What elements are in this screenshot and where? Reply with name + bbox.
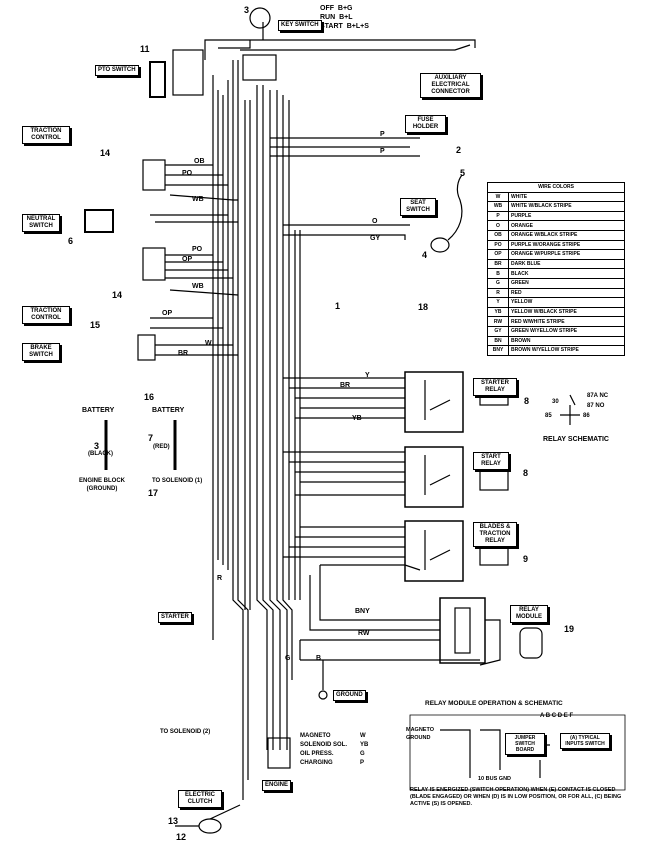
jumper-switch-box: JUMPER SWITCH BOARD [505,733,545,755]
traction-control-2-label: TRACTION CONTROL [22,306,70,324]
relay-module-label: RELAY MODULE [510,605,548,623]
engine-block-label: ENGINE BLOCK (GROUND) [78,478,125,492]
aux-connector-label: AUXILIARY ELECTRICAL CONNECTOR [420,73,481,98]
wire-y: Y [365,372,370,379]
ground-label: GROUND [333,690,366,701]
pin-87a: 87A NC [587,393,609,399]
callout-8: 8 [524,396,530,406]
wire-op2: OP [162,310,173,317]
pin-86: 86 [583,413,590,419]
neutral-switch-label: NEUTRAL SWITCH [22,214,60,232]
callout-12: 12 [176,832,187,842]
callout-16: 16 [144,392,155,402]
callout-11: 11 [140,44,150,54]
callout-3-battery: 3 [94,441,100,451]
start-relay-label: START RELAY [473,452,509,470]
wire-rw: RW [358,630,370,637]
callout-3: 3 [244,5,250,15]
wire-p2: P [380,148,385,155]
key-off: OFF B+G [320,5,353,12]
key-switch-label: KEY SWITCH [278,20,322,31]
wire-colors-title: WIRE COLORS [487,182,625,193]
wire-r: R [217,575,223,582]
relay-module-ground: 10 BUS GND [478,776,512,782]
callout-14a: 14 [100,148,111,158]
wire-ob: OB [194,158,205,165]
callout-6: 6 [68,236,74,246]
wire-op: OP [182,256,193,263]
key-start: START B+L+S [320,23,369,30]
wire-wb: WB [192,196,204,203]
callout-15: 15 [90,320,101,330]
pin-87: 87 NO [587,403,605,409]
wire-b: B [316,655,322,662]
engine-label: ENGINE [262,780,292,791]
wire-yb: YB [352,415,362,422]
callout-18: 18 [418,302,429,312]
traction-control-1-label: TRACTION CONTROL [22,126,70,144]
callout-19: 19 [564,624,575,634]
wire-p1: P [380,131,385,138]
wire-w: W [205,340,212,347]
callout-1: 1 [335,301,341,311]
callout-17: 17 [148,488,159,498]
starter-relay-label: STARTER RELAY [473,378,517,396]
wire-po2: PO [192,246,203,253]
wire-wb2: WB [192,283,204,290]
callout-13: 13 [168,816,179,826]
callout-9: 9 [523,554,529,564]
callout-8b: 8 [523,468,529,478]
electric-clutch-label: ELECTRIC CLUTCH [178,790,222,808]
key-run: RUN B+L [320,14,353,21]
wire-bny: BNY [355,608,370,615]
callout-7: 7 [148,433,154,443]
black-label: (BLACK) [88,451,113,457]
to-solenoid-2: TO SOLENOID (2) [160,729,211,735]
wire-br: BR [178,350,189,357]
callout-14b: 14 [112,290,123,300]
relay-module-title: RELAY MODULE OPERATION & SCHEMATIC [425,700,563,707]
wire-br2: BR [340,382,351,389]
to-solenoid-1: TO SOLENOID (1) [152,478,203,484]
pin-30: 30 [552,399,559,405]
wire-po: PO [182,170,193,177]
typical-inputs-box: (A) TYPICAL INPUTS SWITCH [560,733,610,749]
starter-label: STARTER [158,612,192,623]
callout-4: 4 [422,250,428,260]
relay-module-magneto: MAGNETO GROUND [406,727,435,741]
wire-o: O [372,218,378,225]
blades-relay-label: BLADES & TRACTION RELAY [473,522,517,547]
seat-switch-label: SEAT SWITCH [400,198,436,216]
fuse-holder-label: FUSE HOLDER [405,115,446,133]
harness-trunk [212,75,229,570]
red-label: (RED) [153,444,170,450]
battery-2-label: BATTERY [152,407,185,414]
wire-g: G [285,655,291,662]
relay-schematic-label: RELAY SCHEMATIC [543,436,609,443]
wire-gy: GY [370,235,381,242]
pto-switch-label: PTO SWITCH [95,65,139,76]
relay-module-terminals: A B C D E F [540,713,574,719]
relay-module-note: RELAY IS ENERGIZED (SWITCH OPERATION) WH… [410,787,622,807]
callout-2: 2 [456,145,462,155]
brake-switch-label: BRAKE SWITCH [22,343,60,361]
pin-85: 85 [545,413,552,419]
battery-1-label: BATTERY [82,407,115,414]
callout-5: 5 [460,168,466,178]
